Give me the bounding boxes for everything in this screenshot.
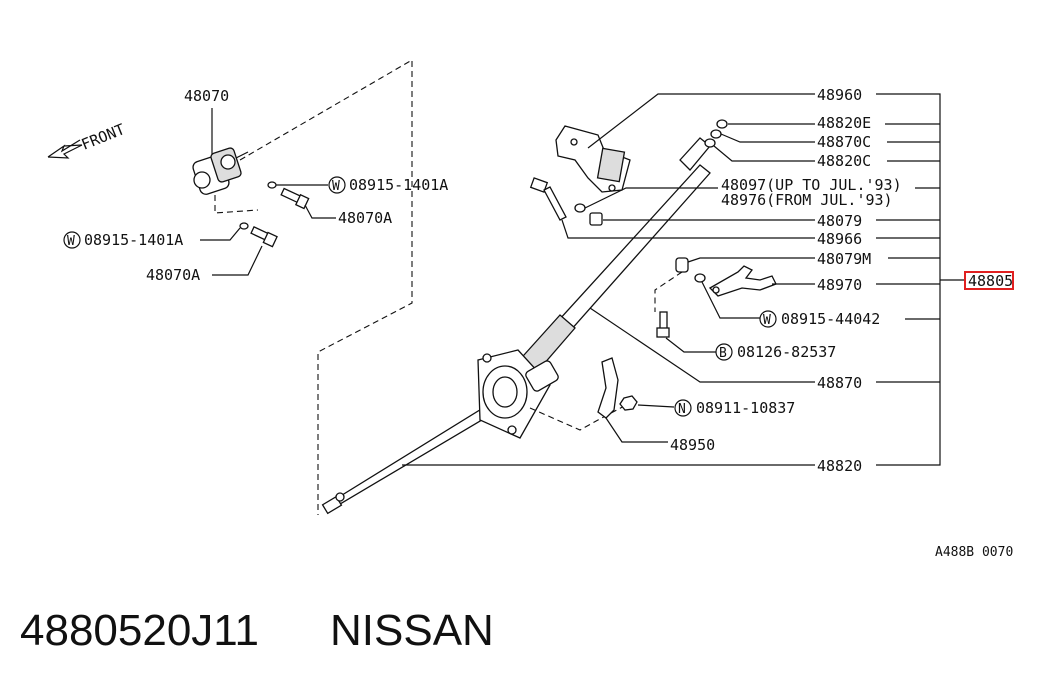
bolt-08126-82537 xyxy=(656,311,670,338)
figure-code: A488B 0070 xyxy=(935,545,1013,560)
b-badge-text: B xyxy=(719,346,727,361)
bolt-48070a-top xyxy=(280,187,310,210)
w-badge-top xyxy=(328,176,346,194)
leader-08911 xyxy=(637,404,675,408)
label-48870: 48870 xyxy=(817,374,862,392)
label-48976: 48976(FROM JUL.'93) xyxy=(721,191,893,209)
footer-part-number: 4880520J11 xyxy=(20,606,259,655)
w-badge-44042 xyxy=(759,310,777,328)
leader-48966 xyxy=(561,219,815,239)
leader-08915-44042 xyxy=(701,281,760,319)
leader-48870 xyxy=(589,307,815,383)
bolt-48966 xyxy=(529,177,567,221)
leader-48079m xyxy=(687,257,815,263)
label-48960: 48960 xyxy=(817,86,862,104)
leader-48950 xyxy=(605,417,668,443)
label-48805-highlight: 48805 xyxy=(968,272,1013,290)
label-48870c: 48870C xyxy=(817,133,871,151)
footer-brand: NISSAN xyxy=(330,606,494,655)
leader-48070a-top xyxy=(304,204,336,219)
b-badge xyxy=(715,343,733,361)
washer-08915-44042 xyxy=(694,273,706,283)
washer-top xyxy=(267,181,277,189)
bracket-48950 xyxy=(597,357,619,419)
bracket-48960 xyxy=(555,125,631,193)
n-badge-text: N xyxy=(678,402,686,417)
clip-48820e xyxy=(716,119,728,129)
w-badge-top-text: W xyxy=(332,179,340,194)
n-badge xyxy=(674,399,692,417)
u-joint-48070 xyxy=(192,147,249,195)
label-08915-44042: 08915-44042 xyxy=(781,310,880,328)
clip-48820c xyxy=(704,138,716,148)
washer-left xyxy=(239,222,249,230)
leader-48820c xyxy=(713,145,815,162)
clip-48097 xyxy=(574,203,586,213)
label-48970: 48970 xyxy=(817,276,862,294)
front-arrow-icon xyxy=(47,139,83,159)
highlight-box xyxy=(964,271,1014,290)
assembly-bracket-line xyxy=(876,93,941,466)
label-48820e: 48820E xyxy=(817,114,871,132)
label-48820: 48820 xyxy=(817,457,862,475)
leader-08915-left xyxy=(200,227,241,241)
label-48070a-left: 48070A xyxy=(146,266,200,284)
spacer-48079m xyxy=(675,257,689,273)
mounting-plate-48870 xyxy=(477,349,559,439)
label-08915-1401a-top: 08915-1401A xyxy=(349,176,448,194)
leader-08126 xyxy=(665,337,716,353)
bushing-48870c xyxy=(710,129,722,139)
bolt-48070a-left xyxy=(250,226,278,248)
label-48820c: 48820C xyxy=(817,152,871,170)
dashed-link-bolt xyxy=(654,271,683,312)
spacer-48079 xyxy=(589,212,603,226)
steering-column-48820 xyxy=(321,137,711,515)
label-08911-10837: 08911-10837 xyxy=(696,399,795,417)
bracket-48970 xyxy=(708,265,777,297)
dashed-boundary xyxy=(239,59,413,515)
label-08126-82537: 08126-82537 xyxy=(737,343,836,361)
w-badge-left-text: W xyxy=(67,234,75,249)
leader-48960 xyxy=(587,93,815,149)
w-badge-44042-text: W xyxy=(763,313,771,328)
label-08915-1401a-left: 08915-1401A xyxy=(84,231,183,249)
nut-08911-10837 xyxy=(619,395,638,411)
front-label: FRONT xyxy=(79,120,128,154)
label-48070a-top: 48070A xyxy=(338,209,392,227)
label-48070: 48070 xyxy=(184,87,229,105)
label-48097: 48097(UP TO JUL.'93) xyxy=(721,176,902,194)
w-badge-left xyxy=(63,231,81,249)
label-48079m: 48079M xyxy=(817,250,871,268)
label-48079: 48079 xyxy=(817,212,862,230)
dashed-link-nut xyxy=(529,403,629,431)
dashed-link-1 xyxy=(214,195,259,214)
leader-48097 xyxy=(584,187,718,209)
label-48966: 48966 xyxy=(817,230,862,248)
label-48950: 48950 xyxy=(670,436,715,454)
leader-48070a-left xyxy=(212,245,263,276)
leader-48870c xyxy=(720,133,815,143)
